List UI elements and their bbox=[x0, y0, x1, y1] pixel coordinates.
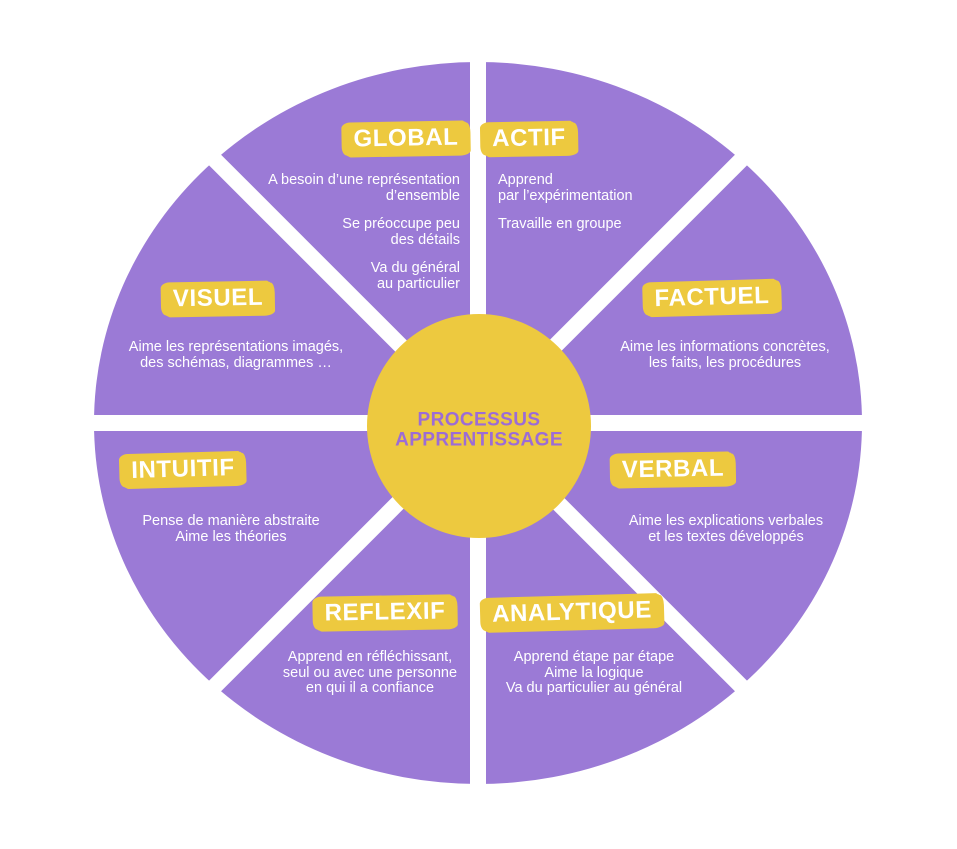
paragraph: Travaille en groupe bbox=[498, 216, 622, 232]
paragraph: Aime les représentations imagés, des sch… bbox=[128, 339, 344, 371]
paragraph: Apprend étape par étape Aime la logique … bbox=[505, 649, 683, 696]
segment-analytique-label: ANALYTIQUE bbox=[481, 593, 663, 633]
segment-global-label: GLOBAL bbox=[343, 121, 469, 157]
segment-verbal-text: Aime les explications verbales et les te… bbox=[628, 513, 824, 545]
paragraph: Va du général au particulier bbox=[370, 260, 460, 292]
segment-intuitif-label: INTUITIF bbox=[120, 451, 246, 489]
center-circle bbox=[367, 314, 591, 538]
paragraph: Se préoccupe peu des détails bbox=[342, 216, 460, 248]
intuitif-highlight: INTUITIF bbox=[120, 451, 246, 489]
paragraph: Aime les explications verbales et les te… bbox=[628, 513, 824, 545]
factuel-highlight: FACTUEL bbox=[644, 279, 780, 317]
analytique-highlight: ANALYTIQUE bbox=[481, 593, 663, 633]
paragraph: Aime les informations concrètes, les fai… bbox=[620, 339, 830, 371]
segment-factuel-text: Aime les informations concrètes, les fai… bbox=[620, 339, 830, 371]
paragraph: Apprend par l’expérimentation bbox=[498, 172, 633, 204]
segment-factuel-label: FACTUEL bbox=[644, 279, 780, 317]
segment-actif-text: Apprend par l’expérimentation Travaille … bbox=[498, 172, 633, 233]
segment-verbal-label: VERBAL bbox=[611, 452, 735, 488]
global-highlight: GLOBAL bbox=[343, 121, 469, 157]
paragraph: A besoin d’une représentation d’ensemble bbox=[268, 172, 460, 204]
segment-intuitif-text: Pense de manière abstraite Aime les théo… bbox=[142, 513, 320, 545]
segment-visuel-label: VISUEL bbox=[162, 281, 274, 317]
verbal-highlight: VERBAL bbox=[611, 452, 735, 488]
segment-analytique-text: Apprend étape par étape Aime la logique … bbox=[505, 649, 683, 697]
reflexif-highlight: REFLEXIF bbox=[314, 595, 456, 631]
segment-visuel-text: Aime les représentations imagés, des sch… bbox=[128, 339, 344, 371]
paragraph: Apprend en réfléchissant, seul ou avec u… bbox=[282, 649, 458, 696]
segment-global-text: A besoin d’une représentation d’ensemble… bbox=[268, 172, 460, 292]
center-title-line1: PROCESSUS bbox=[417, 409, 541, 431]
segment-reflexif-text: Apprend en réfléchissant, seul ou avec u… bbox=[282, 649, 458, 697]
visuel-highlight: VISUEL bbox=[162, 281, 274, 317]
segment-actif-label: ACTIF bbox=[481, 121, 577, 157]
center-title-line2: APPRENTISSAGE bbox=[395, 429, 563, 450]
paragraph: Pense de manière abstraite Aime les théo… bbox=[142, 513, 320, 545]
center-title: PROCESSUS APPRENTISSAGE bbox=[395, 409, 563, 450]
segment-reflexif-label: REFLEXIF bbox=[314, 595, 456, 631]
actif-highlight: ACTIF bbox=[481, 121, 577, 157]
